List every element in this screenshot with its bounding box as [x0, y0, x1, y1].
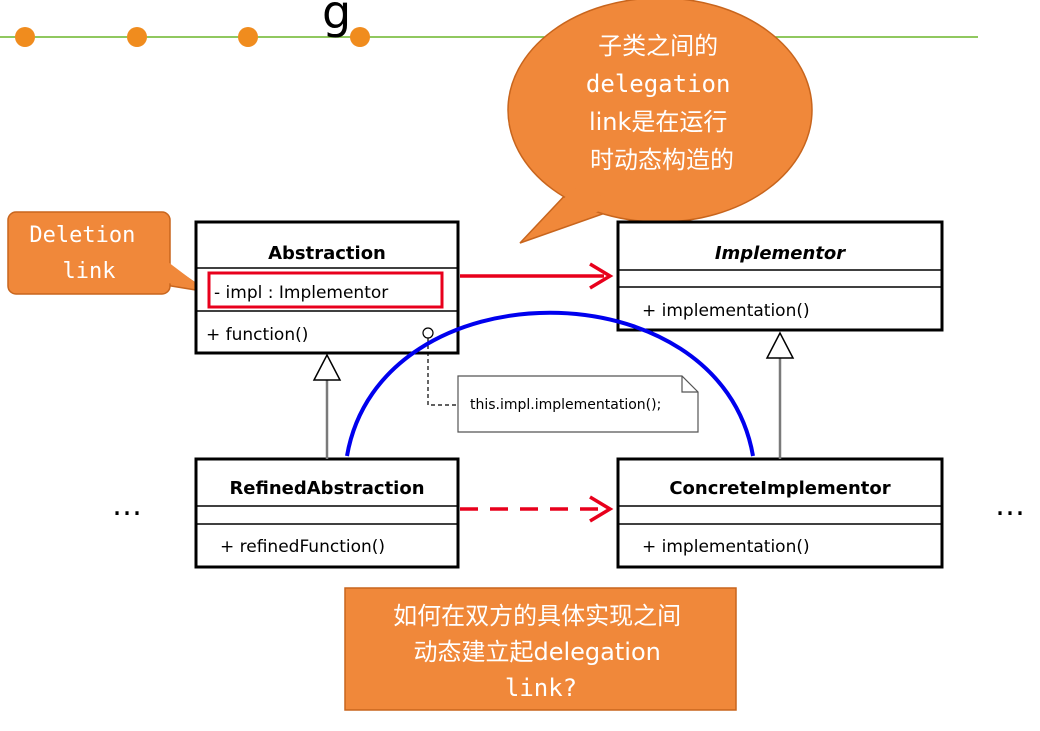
note-text: this.impl.implementation();	[470, 397, 661, 413]
ellipsis-right: …	[995, 488, 1025, 523]
impl-attribute-highlight	[207, 271, 444, 309]
header-dot-4	[350, 27, 370, 47]
header-dot-2	[127, 27, 147, 47]
header-dot-3	[238, 27, 258, 47]
dynamic-delegation-arrow-dashed	[460, 495, 614, 523]
delegation-arrow-abstraction-to-implementor	[460, 262, 614, 290]
header-dot-1	[15, 27, 35, 47]
abstraction-class-name: Abstraction	[268, 243, 386, 264]
refined-function-operation: + refinedFunction()	[220, 537, 385, 557]
question-callout-box: 如何在双方的具体实现之间 动态建立起delegation link?	[344, 587, 737, 711]
class-implementor: Implementor + implementation()	[616, 220, 944, 332]
abstraction-function-operation: + function()	[206, 325, 308, 345]
concrete-implementor-class-name: ConcreteImplementor	[669, 478, 890, 499]
inheritance-concrete-to-implementor	[765, 331, 795, 459]
speech-bubble-text: 子类之间的 delegation link是在运行 时动态构造的	[586, 32, 738, 174]
implementor-class-name: Implementor	[715, 243, 846, 264]
deletion-link-text: Deletion link	[29, 223, 148, 284]
class-refined-abstraction: RefinedAbstraction + refinedFunction()	[194, 457, 460, 569]
class-concrete-implementor: ConcreteImplementor + implementation()	[616, 457, 944, 569]
inheritance-refined-to-abstraction	[312, 353, 342, 459]
concrete-implementation-operation: + implementation()	[642, 537, 810, 557]
refined-abstraction-class-name: RefinedAbstraction	[229, 478, 424, 499]
speech-bubble-callout: 子类之间的 delegation link是在运行 时动态构造的	[507, 0, 813, 244]
question-callout-text: 如何在双方的具体实现之间 动态建立起delegation link?	[393, 602, 689, 702]
runtime-binding-arc	[345, 310, 755, 457]
ellipsis-left: …	[112, 488, 142, 523]
abstraction-impl-attribute: - impl : Implementor	[214, 283, 388, 303]
slide-title-fragment: g	[322, 0, 351, 39]
implementor-operation: + implementation()	[642, 301, 810, 321]
class-abstraction: Abstraction - impl : Implementor + funct…	[194, 220, 460, 355]
deletion-link-callout: Deletion link	[7, 211, 209, 295]
implementation-note: this.impl.implementation();	[422, 327, 699, 433]
